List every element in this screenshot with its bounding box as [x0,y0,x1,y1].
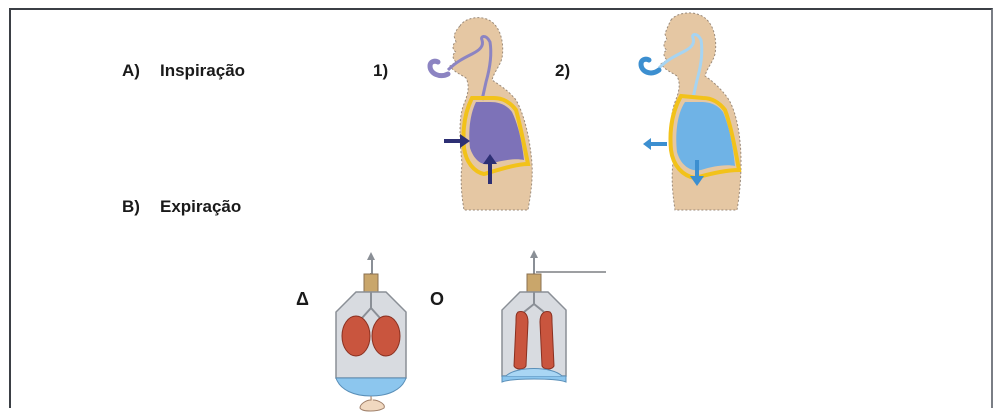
label-figure-1: 1) [373,62,388,79]
inhale-curl-arrow-1 [430,61,448,75]
torso-figure-1 [420,14,550,212]
label-expiracao: Expiração [160,198,241,215]
bell-jar-stopper-delta [364,274,378,292]
bell-jar-stopper-circle [527,274,541,292]
bell-jar-model-delta [326,250,416,412]
pull-hand-delta [360,396,384,411]
label-figure-2: 2) [555,62,570,79]
bell-jar-model-circle [496,248,608,390]
diaphragm-membrane-delta [336,378,406,396]
lung-model-right-circle [540,311,554,369]
inhale-curl-arrow-2 [641,59,659,73]
diaphragm-membrane-circle [502,376,566,382]
torso-figure-2 [625,10,755,212]
lung-model-right-delta [372,316,400,356]
bell-jar-tube-delta [370,258,372,274]
lung-model-left-delta [342,316,370,356]
bell-jar-top-arrow-delta [367,252,375,260]
chest-arrow-2 [643,138,667,150]
label-inspiracao: Inspiração [160,62,245,79]
lung-model-left-circle [514,311,528,369]
label-a-letter: A) [122,62,140,79]
label-delta-symbol: Δ [296,290,309,308]
bell-jar-top-arrow-circle [530,250,538,258]
label-b-letter: B) [122,198,140,215]
label-circle-symbol: O [430,290,444,308]
